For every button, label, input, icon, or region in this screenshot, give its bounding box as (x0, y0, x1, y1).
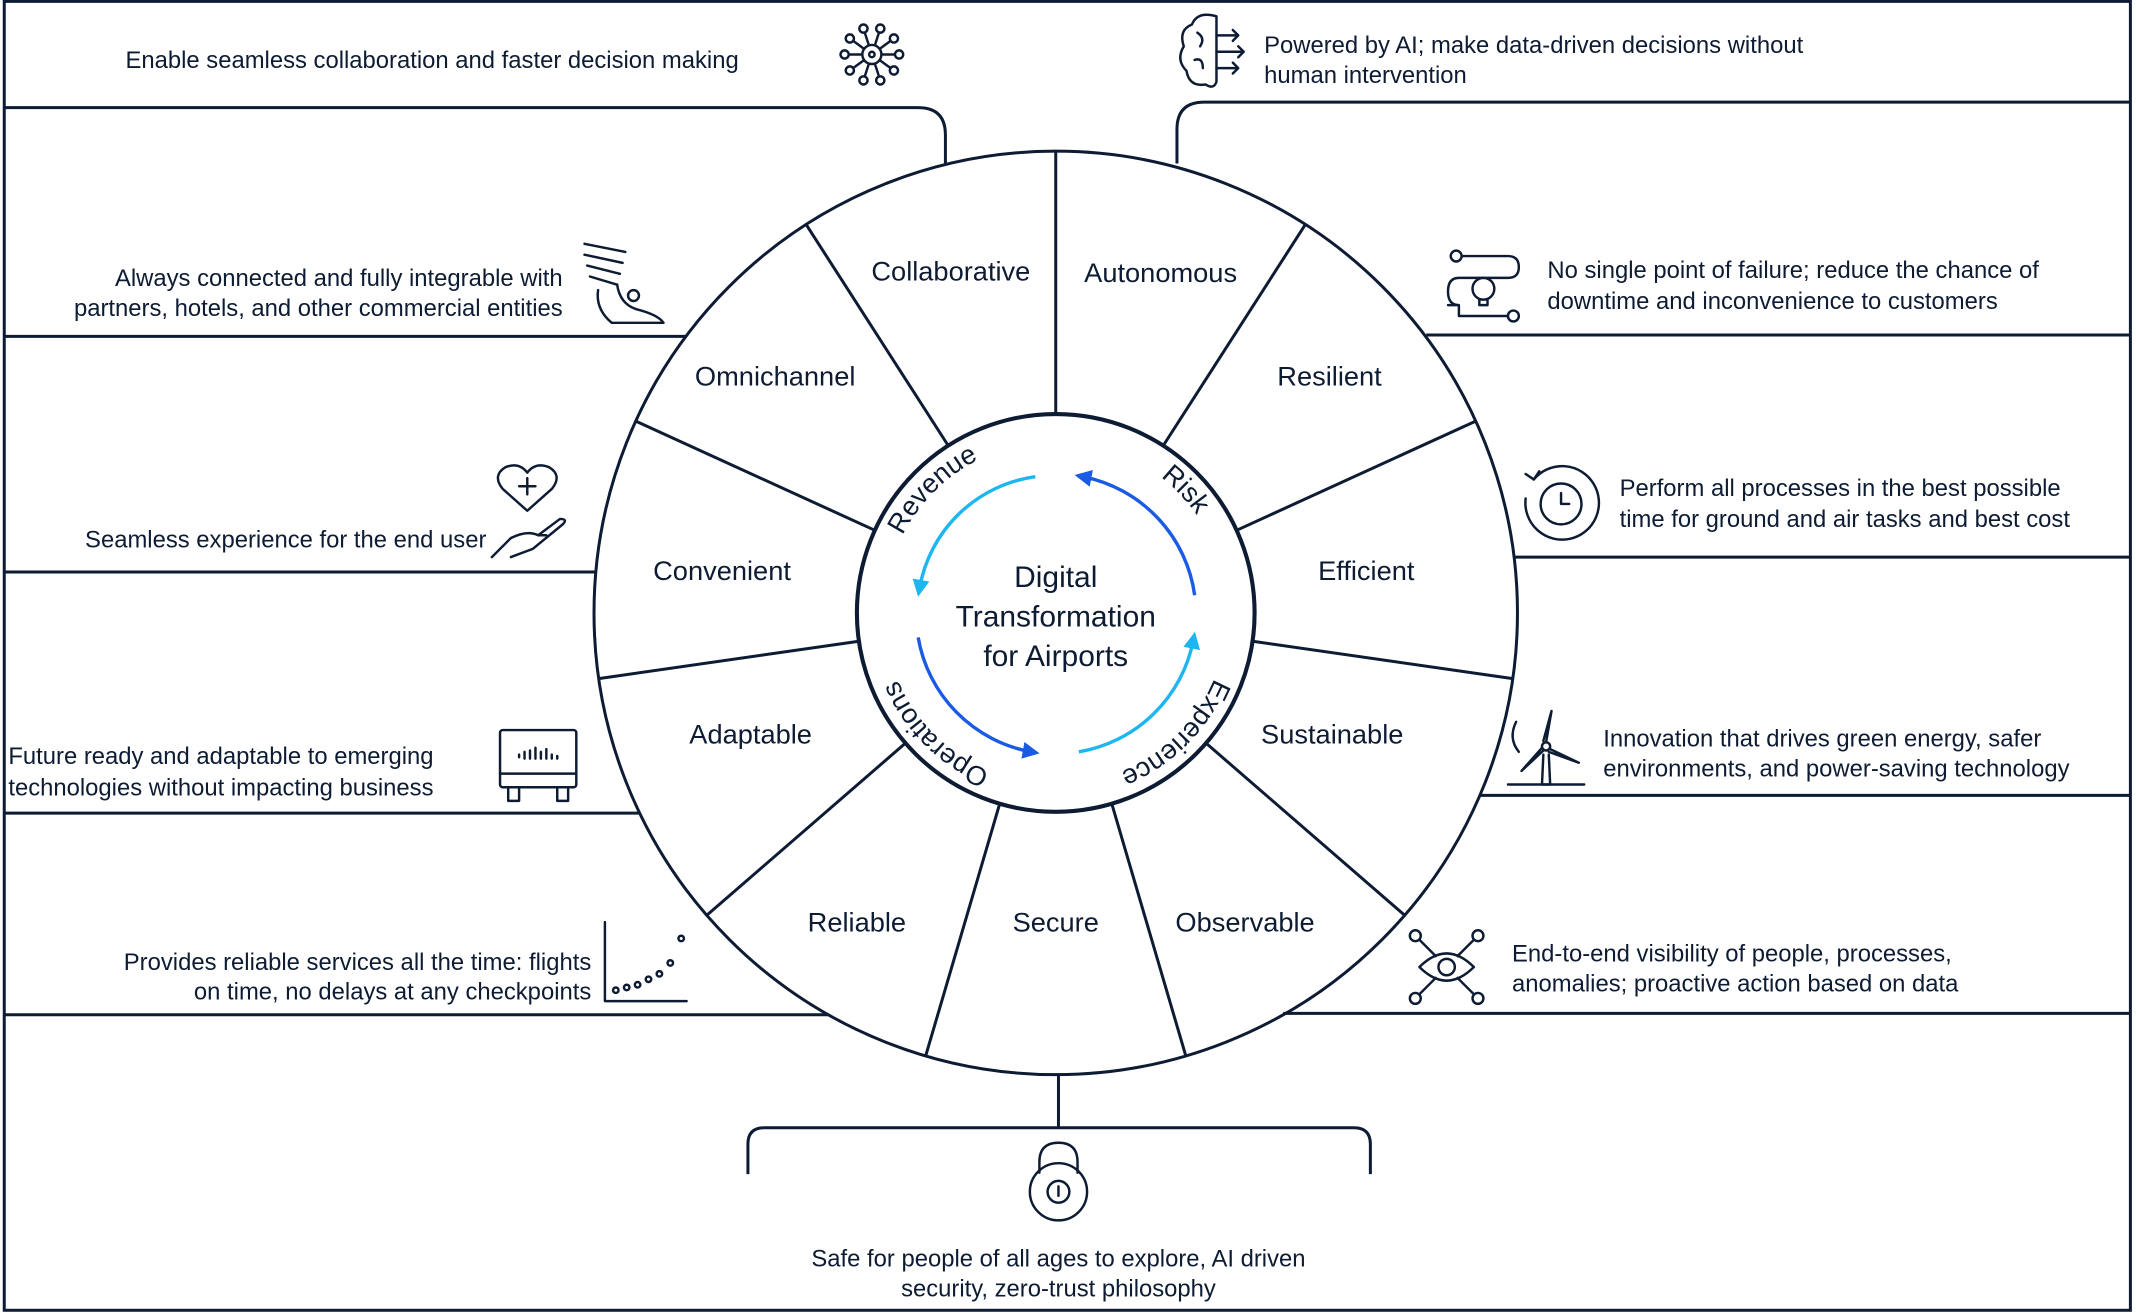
segment-observable: Observable (1175, 907, 1314, 938)
segment-adaptable: Adaptable (689, 719, 812, 750)
spoke-divider (1161, 223, 1307, 447)
ai-brain-icon (1179, 13, 1245, 88)
desc-line: Enable seamless collaboration and faster… (125, 47, 738, 74)
scatter-chart-icon (603, 920, 688, 1003)
desc-secure: Safe for people of all ages to explore, … (811, 1246, 1305, 1303)
arrow-operations (916, 637, 1040, 759)
desc-line: Safe for people of all ages to explore, … (811, 1246, 1305, 1273)
desc-line: environments, and power-saving technolog… (1603, 755, 2069, 782)
desc-line: End-to-end visibility of people, process… (1512, 941, 1952, 968)
idea-path-icon (1446, 249, 1521, 323)
desc-omnichannel: Always connected and fully integrable wi… (74, 265, 563, 322)
segment-reliable: Reliable (808, 907, 906, 938)
segment-omnichannel: Omnichannel (695, 360, 855, 391)
device-icon (498, 728, 578, 803)
network-icon (839, 23, 905, 86)
desc-line: Seamless experience for the end user (85, 527, 486, 554)
winged-foot-icon (583, 242, 665, 325)
desc-line: No single point of failure; reduce the c… (1547, 257, 2039, 284)
desc-observable: End-to-end visibility of people, process… (1512, 941, 1959, 998)
desc-line: Always connected and fully integrable wi… (115, 265, 563, 292)
desc-line: downtime and inconvenience to customers (1547, 288, 1997, 315)
segment-secure: Secure (1013, 907, 1099, 938)
heart-hand-icon (490, 464, 567, 559)
desc-line: Future ready and adaptable to emerging (8, 743, 433, 770)
spoke-divider (1236, 419, 1477, 532)
spoke-divider (924, 803, 1002, 1057)
desc-convenient: Seamless experience for the end user (85, 527, 486, 554)
desc-line: anomalies; proactive action based on dat… (1512, 971, 1959, 998)
lock-icon (1028, 1141, 1089, 1222)
spoke-divider (705, 742, 907, 917)
desc-collaborative: Enable seamless collaboration and faster… (125, 47, 738, 74)
center-title-line: Digital (1014, 561, 1097, 594)
desc-resilient: No single point of failure; reduce the c… (1547, 257, 2039, 315)
desc-line: Powered by AI; make data-driven decision… (1264, 32, 1803, 59)
spoke-divider (1110, 803, 1188, 1057)
desc-autonomous: Powered by AI; make data-driven decision… (1264, 32, 1803, 89)
desc-sustainable: Innovation that drives green energy, saf… (1603, 725, 2069, 782)
segment-resilient: Resilient (1277, 360, 1382, 391)
clock-icon (1524, 464, 1601, 541)
connector-lines (4, 100, 2131, 1175)
spoke-divider (1205, 742, 1406, 917)
segment-labels: Collaborative Autonomous Resilient Effic… (653, 256, 1415, 938)
spoke-divider (1252, 639, 1513, 681)
desc-line: Perform all processes in the best possib… (1620, 475, 2061, 502)
desc-line: technologies without impacting business (8, 774, 433, 801)
segment-convenient: Convenient (653, 555, 791, 586)
segment-efficient: Efficient (1318, 555, 1415, 586)
desc-line: human intervention (1264, 62, 1467, 89)
desc-line: Provides reliable services all the time:… (124, 949, 592, 976)
wheel-spokes (598, 151, 1513, 1057)
desc-adaptable: Future ready and adaptable to emerging t… (8, 743, 433, 801)
eye-network-icon (1408, 929, 1485, 1006)
segment-sustainable: Sustainable (1261, 719, 1403, 750)
spoke-divider (804, 223, 950, 447)
segment-autonomous: Autonomous (1084, 257, 1237, 288)
desc-line: Innovation that drives green energy, saf… (1603, 725, 2041, 752)
wind-turbine-icon (1506, 709, 1586, 786)
desc-line: partners, hotels, and other commercial e… (74, 295, 563, 322)
cycle-arrows (912, 470, 1201, 759)
spoke-divider (598, 639, 860, 681)
desc-line: on time, no delays at any checkpoints (194, 979, 591, 1006)
desc-line: security, zero-trust philosophy (901, 1276, 1216, 1303)
spoke-divider (635, 419, 876, 532)
arrow-revenue (912, 475, 1036, 597)
center-title-line: Transformation (956, 601, 1156, 634)
center-title-line: for Airports (983, 640, 1128, 673)
desc-reliable: Provides reliable services all the time:… (124, 949, 592, 1006)
segment-collaborative: Collaborative (871, 256, 1030, 287)
arrow-risk (1074, 470, 1197, 596)
center-title: Digital Transformation for Airports (956, 561, 1156, 673)
arrow-experience (1078, 631, 1201, 754)
desc-efficient: Perform all processes in the best possib… (1620, 475, 2071, 533)
desc-line: time for ground and air tasks and best c… (1620, 506, 2071, 533)
